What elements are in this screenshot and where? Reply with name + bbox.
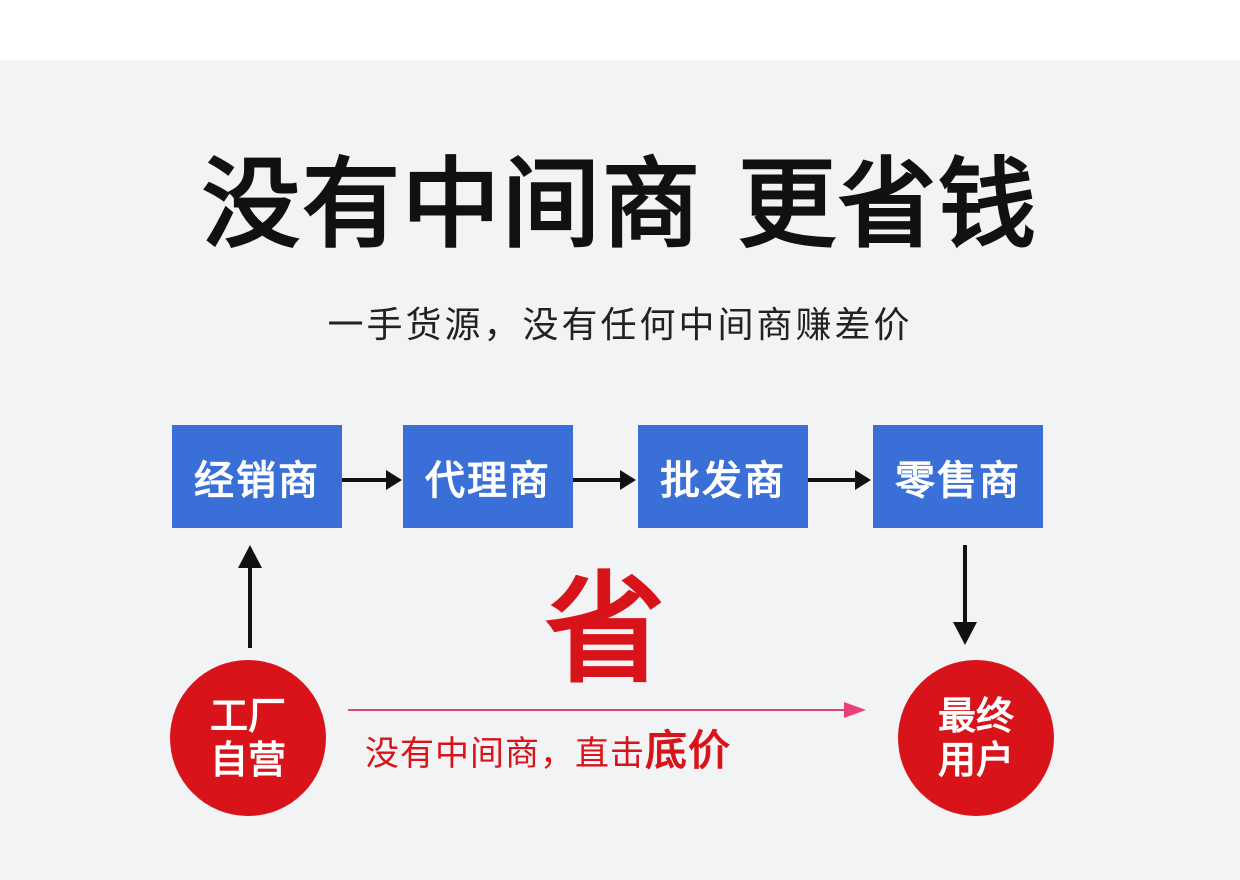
arrow-direct-icon bbox=[348, 702, 866, 718]
chain-box-retailer: 零售商 bbox=[873, 425, 1043, 528]
factory-line2: 自营 bbox=[209, 738, 286, 782]
save-label: 省 bbox=[545, 559, 665, 700]
arrow-right-icon bbox=[573, 470, 636, 490]
arrow-down-icon bbox=[953, 545, 977, 645]
chain-box-distributor: 经销商 bbox=[172, 425, 342, 528]
arrow-up-icon bbox=[238, 545, 262, 648]
note-emphasis: 底价 bbox=[645, 726, 732, 775]
end-user-line1: 最终 bbox=[937, 694, 1014, 738]
chain-box-agent: 代理商 bbox=[403, 425, 573, 528]
page-title: 没有中间商 更省钱 bbox=[201, 147, 1039, 262]
page-subtitle: 一手货源，没有任何中间商赚差价 bbox=[327, 305, 913, 346]
arrow-right-icon bbox=[808, 470, 871, 490]
direct-price-note: 没有中间商，直击底价 bbox=[365, 728, 825, 777]
end-user-circle: 最终 用户 bbox=[898, 660, 1054, 816]
chain-box-wholesaler: 批发商 bbox=[638, 425, 808, 528]
arrow-right-icon bbox=[342, 470, 402, 490]
factory-circle: 工厂 自营 bbox=[170, 660, 326, 816]
factory-line1: 工厂 bbox=[209, 694, 286, 738]
end-user-line2: 用户 bbox=[937, 738, 1014, 782]
note-text: 没有中间商，直击 bbox=[365, 734, 645, 774]
top-band bbox=[0, 0, 1240, 60]
